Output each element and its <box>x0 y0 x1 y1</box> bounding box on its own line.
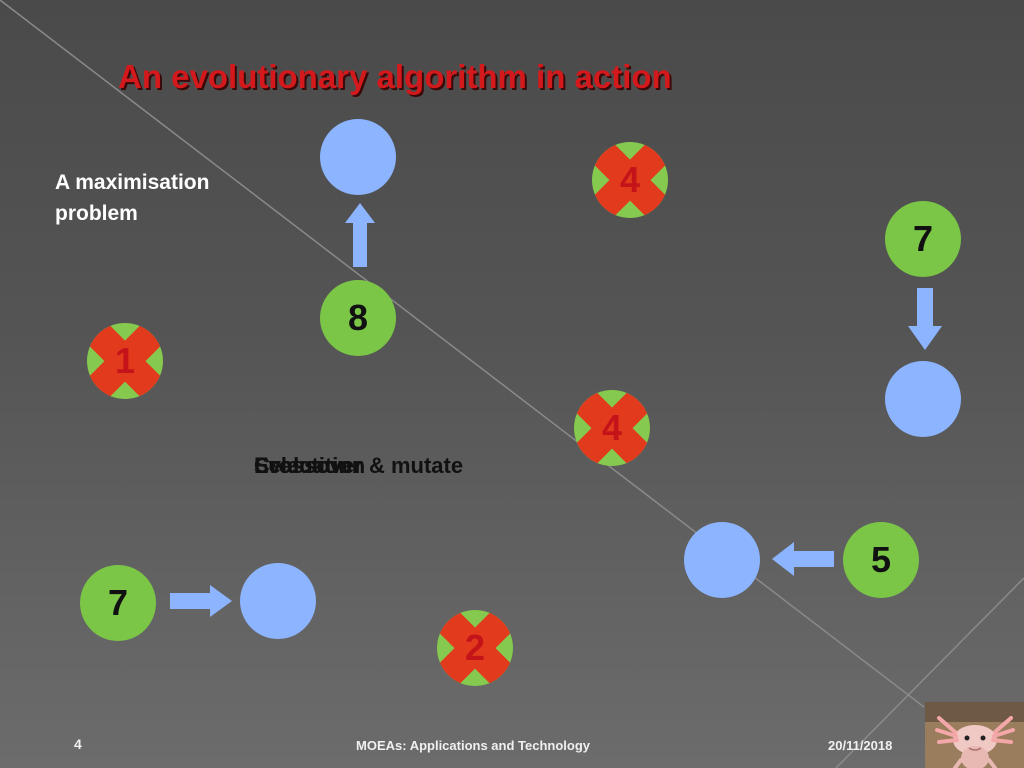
fitness-value: 5 <box>870 539 892 580</box>
culled-circle: 4 <box>574 390 650 466</box>
slide-title: An evolutionary algorithm in action <box>118 58 672 95</box>
offspring-label <box>885 361 961 437</box>
step-label-evaluation: Evaluation <box>254 453 366 478</box>
fitness-value: 8 <box>347 297 369 338</box>
parent-circle: 7 <box>80 565 156 641</box>
problem-note: A maximisation problem <box>55 171 210 225</box>
offspring-circle <box>240 563 316 639</box>
offspring-label <box>320 119 396 195</box>
culled-circle: 1 <box>87 323 163 399</box>
offspring-circle <box>684 522 760 598</box>
step-label-selection: Selection <box>254 453 352 478</box>
culled-circle: 4 <box>592 142 668 218</box>
axolotl-logo-image <box>925 702 1024 768</box>
offspring-label <box>684 522 760 598</box>
offspring-label <box>240 563 316 639</box>
offspring-circle <box>885 361 961 437</box>
arrow-down-icon <box>908 288 942 350</box>
arrow-up-icon <box>345 203 375 267</box>
footer-date: 20/11/2018 <box>828 738 893 753</box>
fitness-value: 4 <box>601 407 623 448</box>
parent-circle: 8 <box>320 280 396 356</box>
culled-circle: 2 <box>437 610 513 686</box>
fitness-value: 1 <box>114 340 136 381</box>
fitness-value: 7 <box>107 582 129 623</box>
parent-circle: 5 <box>843 522 919 598</box>
arrow-right-icon <box>170 585 232 617</box>
parent-circle: 7 <box>885 201 961 277</box>
footer-title: MOEAs: Applications and Technology <box>356 738 591 753</box>
step-label-crossover: Crossover & mutate <box>254 453 464 478</box>
arrow-left-icon <box>772 542 834 576</box>
offspring-circle <box>320 119 396 195</box>
fitness-value: 4 <box>619 159 641 200</box>
fitness-value: 7 <box>912 218 934 259</box>
page-number: 4 <box>74 736 82 752</box>
fitness-value: 2 <box>464 627 486 668</box>
